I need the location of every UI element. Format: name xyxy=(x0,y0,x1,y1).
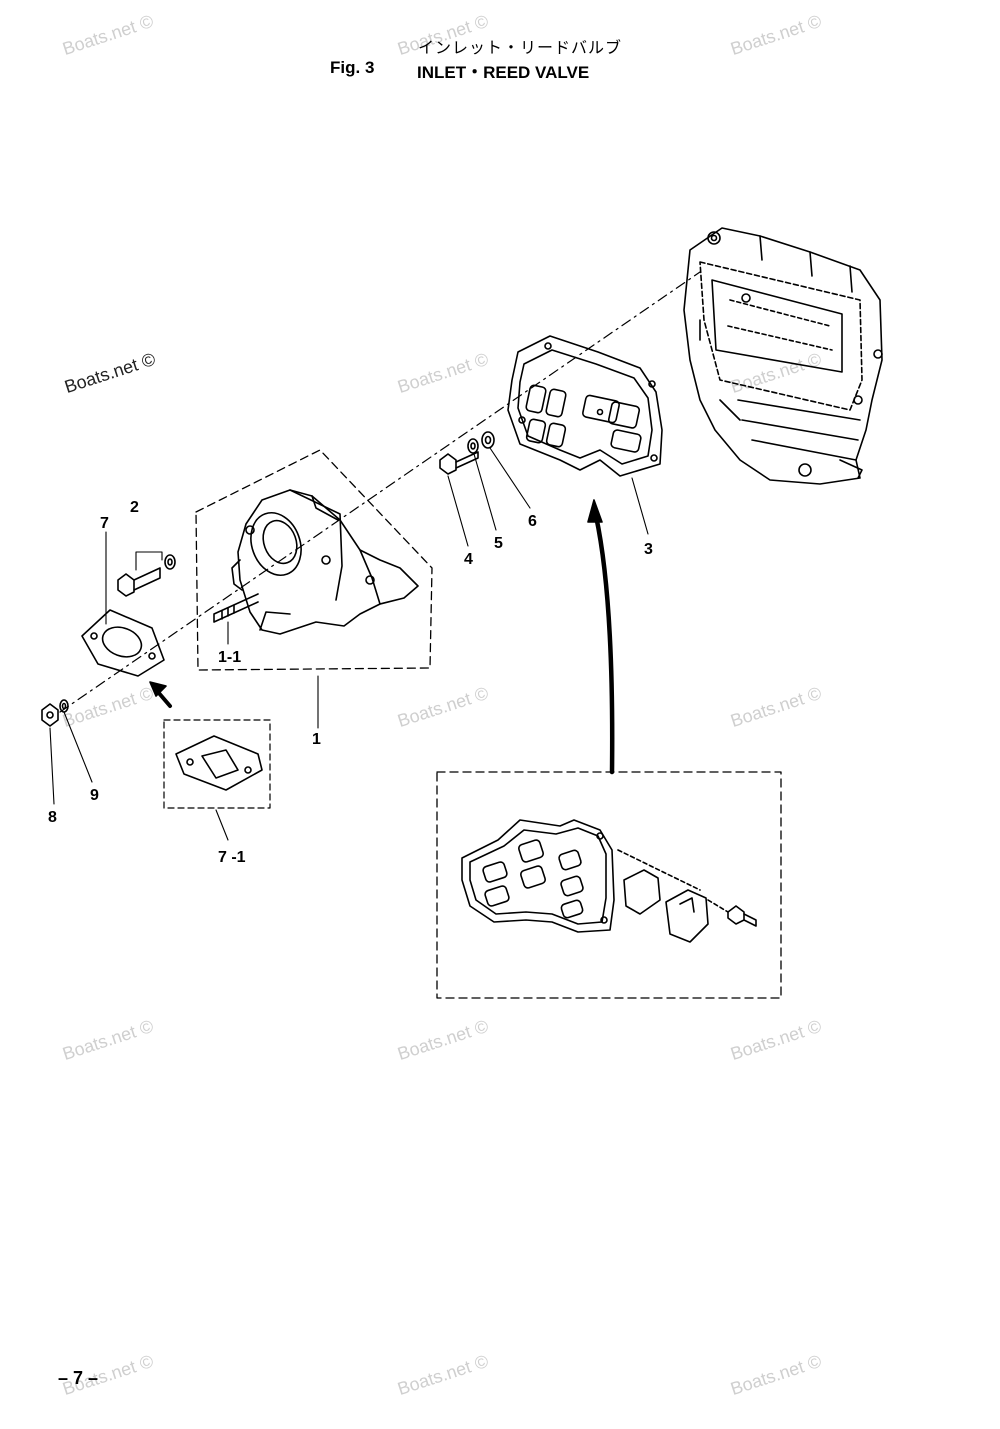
direction-arrow xyxy=(149,681,172,708)
spring-washer xyxy=(467,438,479,454)
washer xyxy=(481,431,495,449)
part-label-6: 6 xyxy=(528,513,537,530)
alternate-plate-box xyxy=(163,719,271,809)
inlet-cover-plate xyxy=(81,609,165,677)
leader-line xyxy=(473,453,497,531)
crankcase-block xyxy=(683,227,883,485)
reed-valve-detail-box xyxy=(436,771,782,999)
page-number: – 7 – xyxy=(58,1368,99,1388)
bolt xyxy=(117,554,176,597)
leader-line xyxy=(49,727,55,805)
part-label-3: 3 xyxy=(644,541,653,558)
part-label-7: 7 xyxy=(100,515,109,532)
part-label-5: 5 xyxy=(494,535,503,552)
part-label-1: 1 xyxy=(312,731,321,748)
alternate-inlet-plate xyxy=(175,735,263,791)
reed-valve-gasket xyxy=(507,335,663,477)
figure-title-japanese: インレット・リードバルブ xyxy=(418,38,623,57)
detail-arrow xyxy=(587,499,615,775)
part-label-1-1: 1-1 xyxy=(218,649,241,666)
leader-line xyxy=(447,475,469,547)
manifold-assembly-box xyxy=(195,449,433,671)
inlet-manifold xyxy=(231,489,419,635)
figure-title: INLET・REED VALVE xyxy=(417,63,590,82)
reed-valve-assembly xyxy=(461,819,757,943)
leader-line xyxy=(631,477,649,535)
washer xyxy=(59,699,69,713)
nut xyxy=(41,703,59,727)
leader-line xyxy=(63,711,93,783)
stud-bolt xyxy=(213,593,259,623)
part-label-4: 4 xyxy=(464,551,473,568)
leader-line xyxy=(215,809,229,841)
leader-line xyxy=(489,447,531,509)
part-label-9: 9 xyxy=(90,787,99,804)
part-label-7-1: 7 -1 xyxy=(218,849,246,866)
bolt xyxy=(439,451,479,475)
assembly-axis-line xyxy=(59,271,701,713)
part-label-8: 8 xyxy=(48,809,57,826)
part-label-2: 2 xyxy=(130,499,139,516)
leader-line xyxy=(135,551,163,571)
figure-number: Fig. 3 xyxy=(330,58,375,77)
